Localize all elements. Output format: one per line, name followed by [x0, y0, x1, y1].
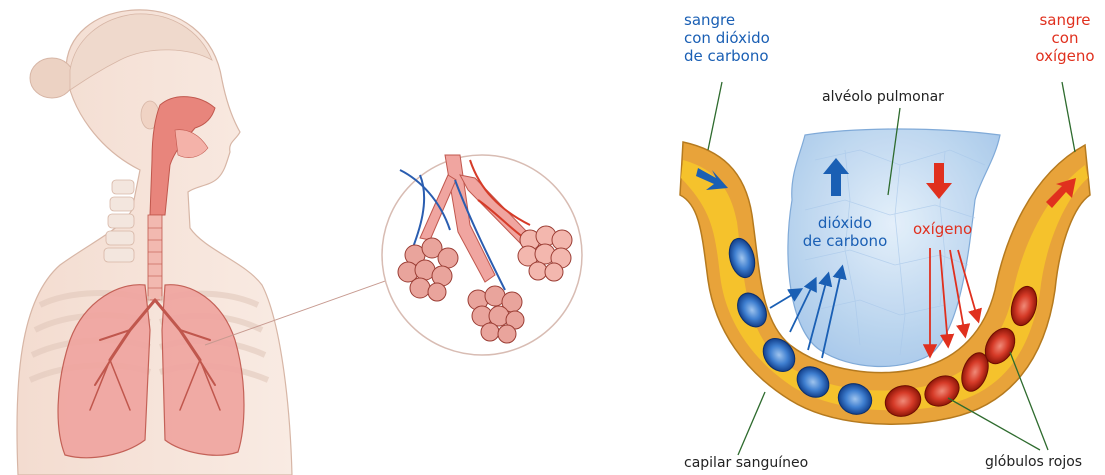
- leader-red-cells-1: [948, 398, 1040, 450]
- label-red-cells: glóbulos rojos: [985, 454, 1082, 471]
- human-figure: [17, 10, 388, 475]
- spine: [104, 180, 134, 262]
- label-gas-o2: oxígeno: [913, 220, 972, 238]
- label-blood-co2: sangre con dióxido de carbono: [684, 11, 770, 65]
- leader-blood-co2: [708, 82, 722, 150]
- alveoli-magnifier: [382, 155, 582, 355]
- alveolus-detail: [680, 82, 1090, 455]
- label-gas-co2: dióxido de carbono: [800, 214, 890, 250]
- label-blood-o2: sangre con oxígeno: [1030, 11, 1100, 65]
- label-capillary: capilar sanguíneo: [684, 455, 808, 472]
- label-alveolus: alvéolo pulmonar: [822, 89, 944, 106]
- trachea: [148, 215, 162, 300]
- leader-blood-o2: [1062, 82, 1075, 152]
- leader-red-cells-2: [1010, 352, 1048, 450]
- leader-capillary: [738, 392, 765, 455]
- hair-bun: [30, 58, 74, 98]
